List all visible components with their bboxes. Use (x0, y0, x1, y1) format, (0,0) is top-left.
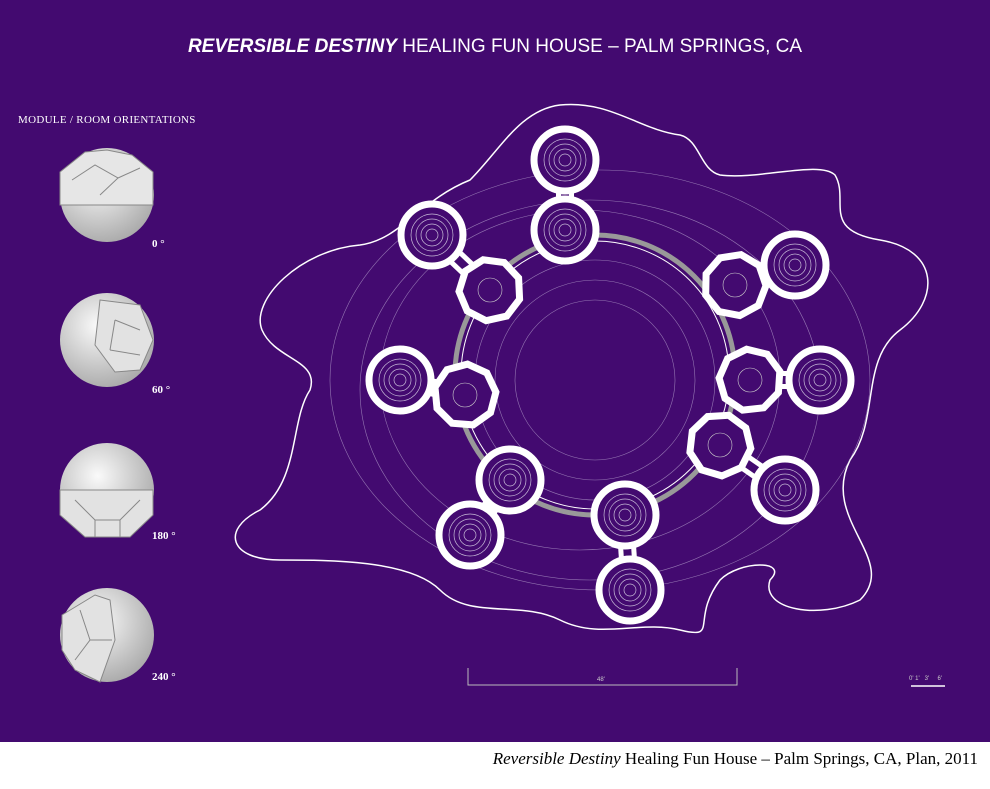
spherical-room (750, 455, 820, 525)
site-boundary (234, 103, 929, 634)
page-title: REVERSIBLE DESTINY HEALING FUN HOUSE – P… (0, 36, 990, 58)
spherical-room (365, 345, 435, 415)
spherical-room (785, 345, 855, 415)
drawing-panel: REVERSIBLE DESTINY HEALING FUN HOUSE – P… (0, 0, 990, 742)
spherical-room (397, 200, 467, 270)
orientation-label-60: 60 ° (152, 384, 171, 396)
room-modules (365, 125, 855, 625)
polyhedral-room (702, 250, 770, 320)
spherical-room (530, 195, 600, 265)
module-sphere-60 (60, 293, 154, 387)
module-sphere-0 (59, 148, 154, 242)
orientation-label-0: 0 ° (152, 238, 165, 250)
orientation-label-240: 240 ° (152, 671, 176, 683)
caption-italic: Reversible Destiny (492, 749, 621, 768)
module-sphere-240 (60, 588, 154, 683)
scale-bar-large-label: 48' (597, 677, 605, 683)
orientation-label-180: 180 ° (152, 530, 176, 542)
spherical-room (590, 480, 660, 550)
scale-bar-large (467, 668, 738, 686)
module-sphere-180 (59, 443, 154, 538)
caption-rest: Healing Fun House – Palm Springs, CA, Pl… (620, 749, 978, 768)
title-rest: HEALING FUN HOUSE – PALM SPRINGS, CA (396, 36, 803, 57)
site-plan (59, 103, 945, 687)
spherical-room (435, 500, 505, 570)
legend-title: MODULE / ROOM ORIENTATIONS (18, 114, 196, 126)
spherical-room (760, 230, 830, 300)
spherical-room (530, 125, 600, 195)
spherical-room (595, 555, 665, 625)
caption: Reversible Destiny Healing Fun House – P… (493, 749, 978, 769)
scale-bar-small-label: 0' 1' 3' 6' (909, 676, 942, 682)
polyhedral-room (686, 411, 755, 480)
title-italic: REVERSIBLE DESTINY (187, 36, 397, 57)
polyhedral-room (431, 360, 500, 429)
polyhedral-room (715, 345, 784, 414)
spherical-room (475, 445, 545, 515)
polyhedral-room (455, 256, 524, 325)
